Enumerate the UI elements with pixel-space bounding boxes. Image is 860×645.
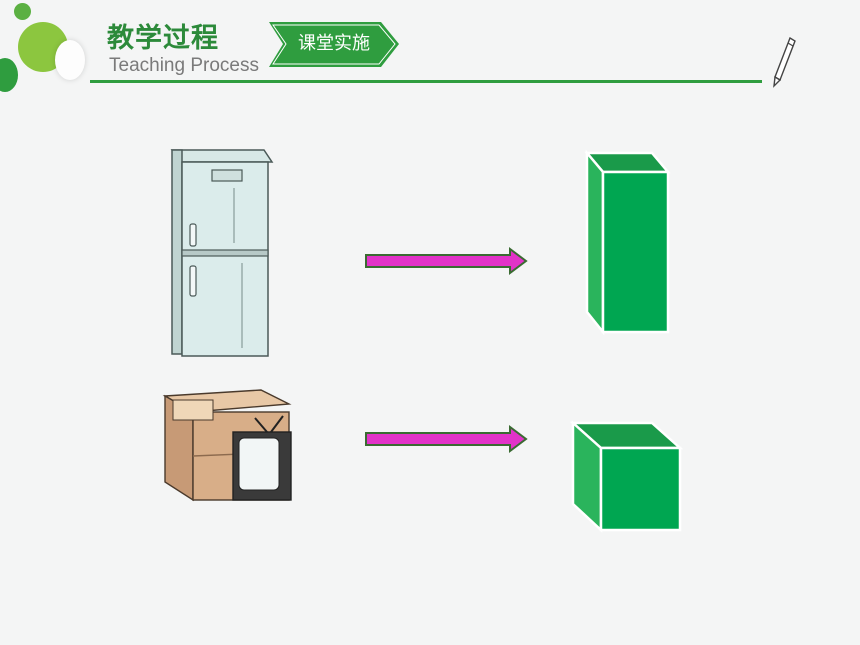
arrow-right-icon bbox=[365, 425, 528, 453]
decor-dot-left bbox=[0, 58, 18, 92]
decor-dot-small-top bbox=[14, 3, 31, 20]
section-tag: 课堂实施 bbox=[298, 33, 370, 54]
refrigerator-image bbox=[170, 149, 274, 357]
decor-dot-white bbox=[55, 40, 85, 80]
page-subtitle: Teaching Process bbox=[109, 55, 259, 76]
page-title: 教学过程 bbox=[107, 23, 219, 54]
header-divider bbox=[90, 80, 762, 83]
cuboid-shape-image bbox=[584, 149, 671, 336]
section-tag-shape bbox=[269, 22, 399, 67]
box-with-tv-image bbox=[162, 389, 292, 502]
cube-shape-image bbox=[569, 420, 684, 533]
pencil-icon bbox=[773, 36, 796, 88]
arrow-right-icon bbox=[365, 247, 528, 275]
